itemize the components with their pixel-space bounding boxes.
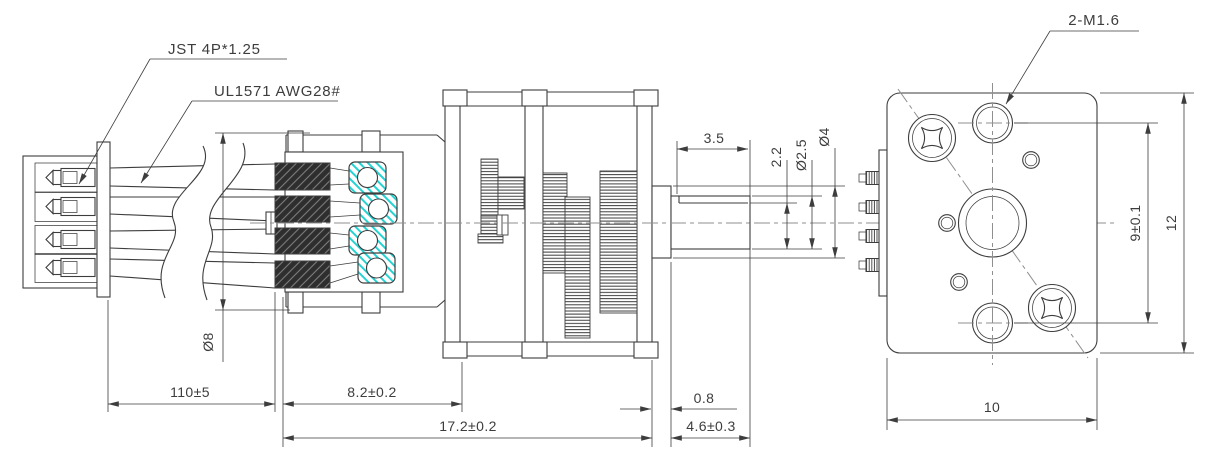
small-hole bbox=[1022, 151, 1040, 169]
svg-text:9±0.1: 9±0.1 bbox=[1127, 205, 1143, 242]
wire-crimp bbox=[274, 162, 331, 191]
svg-text:Ø4: Ø4 bbox=[816, 127, 832, 146]
output-shaft bbox=[651, 185, 751, 259]
dim-hole-spacing: 9±0.1 bbox=[1014, 122, 1158, 324]
svg-text:UL1571 AWG28#: UL1571 AWG28# bbox=[214, 83, 341, 100]
dim-shaft-length: 4.6±0.3 bbox=[670, 140, 751, 447]
connector-retainer-plate bbox=[96, 141, 111, 298]
crimp-terminal-row-4 bbox=[34, 253, 98, 283]
dim-shaft-diameter: Ø2.5 bbox=[752, 139, 822, 250]
motor-mount-tab bbox=[361, 291, 381, 314]
dim-motor-diameter: Ø8 bbox=[200, 132, 310, 362]
phillips-screw bbox=[907, 113, 957, 163]
terminal-block-side bbox=[878, 149, 888, 297]
svg-text:JST 4P*1.25: JST 4P*1.25 bbox=[168, 41, 261, 58]
dim-shaft-flat-length: 3.5 bbox=[676, 130, 749, 194]
dim-face-width: 10 bbox=[886, 358, 1098, 430]
crimp-terminal-row-3 bbox=[34, 225, 98, 255]
motor-mount-tab bbox=[287, 130, 304, 153]
gear-train bbox=[477, 158, 638, 339]
motor-mount-tab bbox=[287, 291, 304, 314]
coil-terminals bbox=[348, 161, 398, 284]
svg-text:0.8: 0.8 bbox=[694, 390, 715, 406]
svg-text:110±5: 110±5 bbox=[170, 384, 210, 400]
svg-text:Ø2.5: Ø2.5 bbox=[793, 139, 809, 171]
gearbox-plate-front bbox=[442, 89, 468, 359]
jst-connector bbox=[22, 141, 111, 298]
wire-crimp bbox=[274, 227, 331, 255]
small-hole bbox=[950, 273, 968, 291]
callout-mounting-holes: 2-M1.6 bbox=[1005, 12, 1139, 105]
dim-boss-length: 0.8 bbox=[620, 390, 737, 412]
callout-connector-type: JST 4P*1.25 bbox=[78, 41, 287, 185]
dim-boss-diameter: Ø4 bbox=[673, 127, 845, 259]
wire-bundle bbox=[109, 142, 276, 301]
wire-crimp bbox=[274, 195, 331, 223]
terminal-leads bbox=[329, 167, 361, 284]
callout-wire-spec: UL1571 AWG28# bbox=[140, 83, 341, 184]
end-face-view bbox=[858, 83, 1098, 365]
svg-text:2.2: 2.2 bbox=[768, 147, 784, 168]
dim-gearbox-length: 8.2±0.2 bbox=[282, 297, 463, 447]
svg-text:10: 10 bbox=[984, 399, 1000, 415]
small-hole bbox=[938, 214, 956, 232]
svg-text:8.2±0.2: 8.2±0.2 bbox=[347, 384, 396, 400]
dim-body-length: 17.2±0.2 bbox=[282, 360, 653, 447]
gearbox bbox=[442, 89, 659, 359]
motor-terminal-pins bbox=[858, 171, 880, 272]
svg-text:12: 12 bbox=[1163, 215, 1179, 231]
stepper-motor-body bbox=[265, 130, 446, 314]
shaft-boss bbox=[651, 185, 672, 259]
svg-text:3.5: 3.5 bbox=[704, 130, 725, 146]
svg-text:2-M1.6: 2-M1.6 bbox=[1068, 12, 1120, 29]
svg-text:Ø8: Ø8 bbox=[200, 332, 216, 351]
wire-crimp bbox=[274, 260, 331, 289]
dim-face-height: 12 bbox=[1100, 92, 1194, 354]
gearbox-plate-middle bbox=[521, 89, 548, 359]
svg-text:4.6±0.3: 4.6±0.3 bbox=[686, 418, 735, 434]
svg-text:17.2±0.2: 17.2±0.2 bbox=[439, 418, 497, 434]
dim-shaft-flat-height: 2.2 bbox=[750, 147, 797, 250]
phillips-screw bbox=[1027, 283, 1077, 333]
dim-wire-length: 110±5 bbox=[107, 292, 276, 412]
motor-mount-tab bbox=[361, 130, 381, 153]
crimp-terminal-row-2 bbox=[34, 192, 98, 222]
